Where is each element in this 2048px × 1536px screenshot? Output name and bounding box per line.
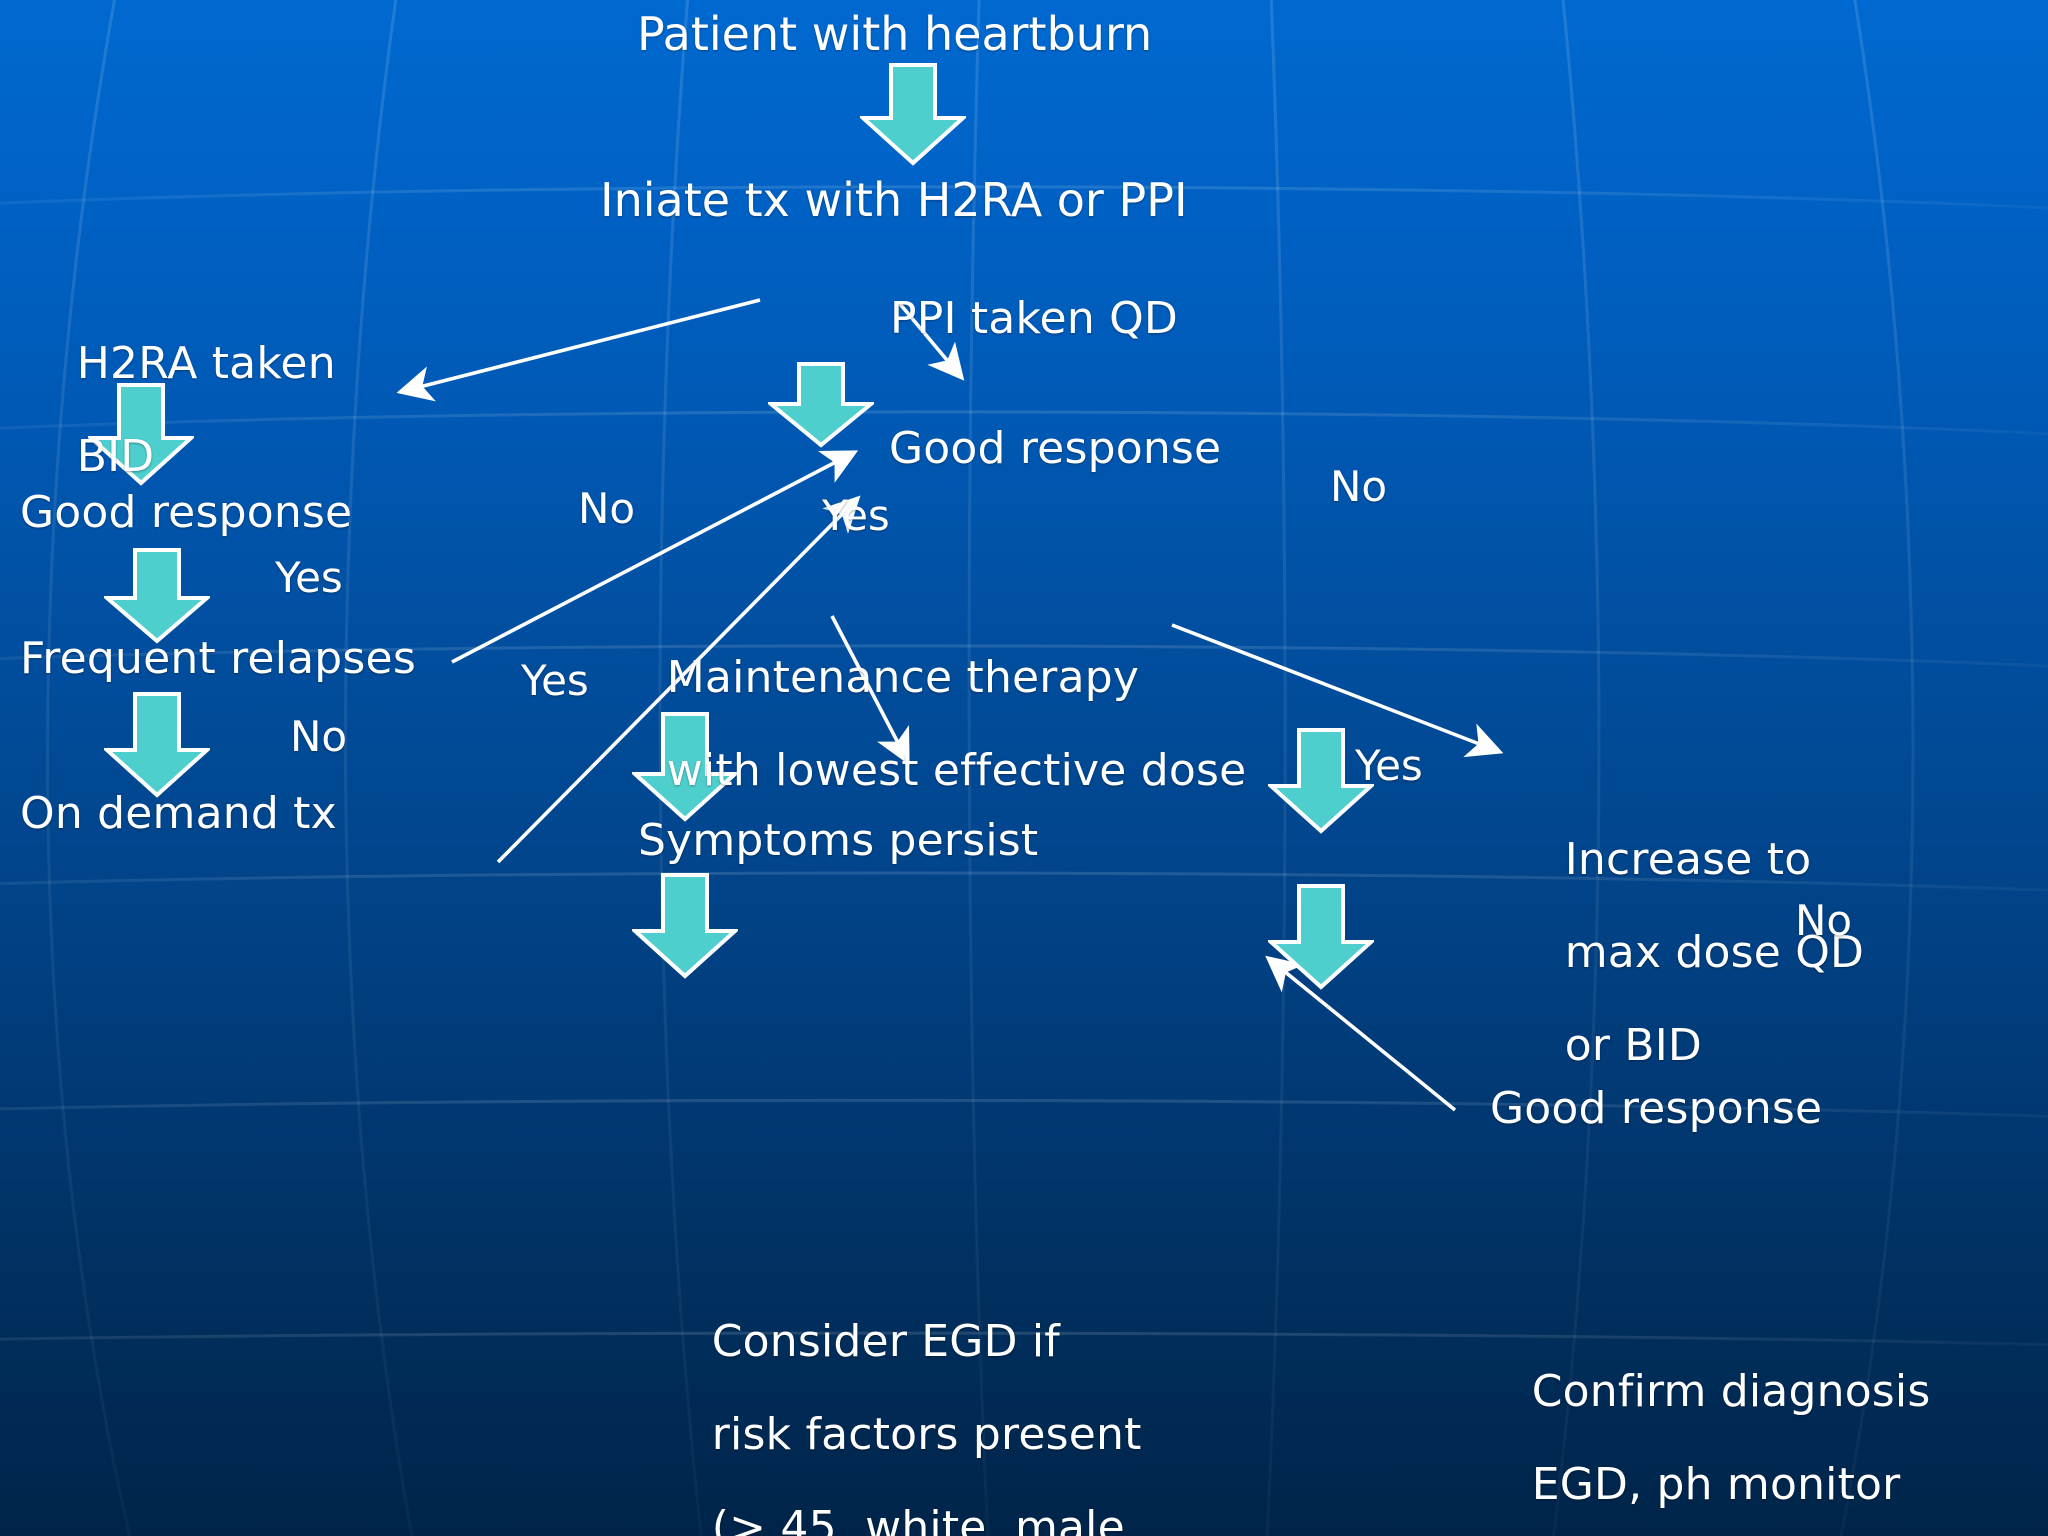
node-maintenance-therapy: Maintenance therapy with lowest effectiv…: [610, 608, 1246, 841]
block-arrow-increase-to-good-response: [1268, 728, 1374, 834]
block-arrow-frequent-relapses-to-on-demand: [104, 692, 210, 798]
edge-label-yes-on-demand-to-ppi: Yes: [521, 656, 589, 705]
node-increase-max-dose: Increase to max dose QD or BID: [1508, 790, 1864, 1116]
edge-label-no-frequent-relapses: No: [290, 712, 348, 761]
node-good-response-max-dose: Good response: [1490, 1083, 1823, 1134]
node-initiate-tx: Iniate tx with H2RA or PPI: [600, 173, 1188, 227]
node-consider-egd: Consider EGD if risk factors present (> …: [655, 1272, 1142, 1536]
node-ppi-taken-qd: PPI taken QD: [890, 293, 1179, 344]
node-good-response-h2ra: Good response: [20, 487, 353, 538]
node-confirm-diagnosis-line2: EGD, ph monitor: [1531, 1458, 1901, 1510]
greater-or-equal-symbol: >: [729, 1502, 767, 1536]
node-increase-max-dose-line1: Increase to: [1564, 833, 1812, 885]
block-arrow-good-response-to-confirm: [1268, 884, 1374, 990]
node-consider-egd-paren: (: [711, 1502, 730, 1536]
node-confirm-diagnosis: Confirm diagnosis EGD, ph monitor: [1475, 1322, 1931, 1536]
block-arrow-maintenance-to-symptoms: [632, 712, 738, 822]
block-arrow-ppi-to-good-response: [768, 362, 874, 448]
node-h2ra-taken-bid-line1: H2RA taken: [76, 337, 336, 389]
node-patient-with-heartburn: Patient with heartburn: [637, 7, 1153, 61]
node-maintenance-therapy-line2: with lowest effective dose: [666, 744, 1247, 796]
node-on-demand-tx: On demand tx: [20, 788, 337, 839]
block-arrow-h2ra-to-good-response: [88, 383, 194, 486]
edge-label-no-good-response-to-ppi: No: [578, 484, 636, 533]
edge-label-yes-right-back-to-maintenance: Yes: [1355, 741, 1423, 790]
edge-label-yes-center-maintenance: Yes: [822, 491, 890, 540]
edge-label-no-right-confirm: No: [1795, 896, 1853, 945]
edge-label-no-center-increase: No: [1330, 462, 1388, 511]
node-increase-max-dose-line3: or BID: [1564, 1020, 1702, 1072]
node-consider-egd-line3: (> 45, white, male: [712, 1502, 1125, 1536]
edge-label-yes-h2ra-good-response: Yes: [275, 553, 343, 602]
node-h2ra-taken-bid: H2RA taken BID: [20, 294, 336, 527]
node-consider-egd-line2: risk factors present: [711, 1408, 1142, 1460]
block-arrow-good-response-to-frequent-relapses: [104, 548, 210, 644]
node-increase-max-dose-line2: max dose QD: [1564, 926, 1865, 978]
node-good-response-ppi: Good response: [889, 423, 1222, 474]
node-frequent-relapses: Frequent relapses: [20, 633, 416, 684]
node-confirm-diagnosis-line1: Confirm diagnosis: [1531, 1365, 1931, 1417]
arrow-initiate-to-h2ra: [396, 298, 761, 402]
node-consider-egd-line3-rest: 45, white, male: [766, 1502, 1125, 1536]
block-arrow-start-to-initiate: [860, 63, 966, 166]
node-maintenance-therapy-line1: Maintenance therapy: [666, 651, 1140, 703]
node-h2ra-taken-bid-line2: BID: [76, 430, 155, 482]
node-consider-egd-line1: Consider EGD if: [711, 1315, 1060, 1367]
block-arrow-symptoms-to-egd: [632, 873, 738, 979]
node-symptoms-persist: Symptoms persist: [638, 815, 1039, 866]
